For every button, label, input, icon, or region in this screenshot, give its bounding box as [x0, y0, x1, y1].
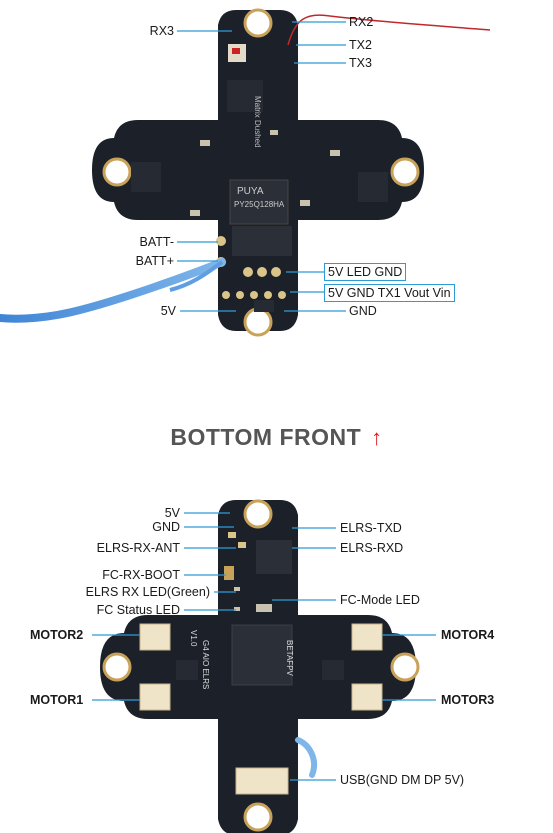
label-5v-top: 5V [160, 304, 176, 318]
bottom-board [100, 499, 420, 833]
label-usb: USB(GND DM DP 5V) [340, 773, 465, 787]
label-motor1: MOTOR1 [30, 693, 84, 707]
silk-top-text: Matrix Dushed [253, 96, 262, 148]
label-rx3: RX3 [149, 24, 174, 38]
battery-wire [0, 258, 226, 323]
silk-brand-text: BETAFPV [285, 640, 294, 676]
label-batt-minus: BATT- [139, 235, 175, 249]
label-gnd-top: GND [349, 304, 377, 318]
silk-model-text: G4 AIO ELRS [201, 640, 210, 690]
label-fc-rx-boot: FC-RX-BOOT [102, 568, 180, 582]
section-title: BOTTOM FRONT ↑ [0, 424, 553, 451]
label-elrs-rx-led: ELRS RX LED(Green) [85, 585, 210, 599]
section-title-text: BOTTOM FRONT [170, 424, 362, 450]
label-tx3: TX3 [349, 56, 372, 70]
label-gnd-bottom: GND [152, 520, 180, 534]
label-elrs-txd: ELRS-TXD [340, 521, 402, 535]
pad-box-led: 5V LED GND [324, 263, 407, 281]
label-rx2: RX2 [349, 15, 374, 29]
antenna-wire [287, 14, 491, 46]
usb-wire [295, 737, 318, 778]
chip-brand-text: PUYA [237, 186, 264, 197]
label-elrs-rxd: ELRS-RXD [340, 541, 404, 555]
label-fc-mode-led: FC-Mode LED [340, 593, 420, 607]
label-motor2: MOTOR2 [30, 628, 84, 642]
label-batt-plus: BATT+ [135, 254, 174, 268]
label-elrs-rx-ant: ELRS-RX-ANT [96, 541, 180, 555]
bottom-leader-lines [92, 512, 436, 781]
label-fc-status-led: FC Status LED [96, 603, 180, 617]
pad-box-power: 5V GND TX1 Vout Vin [324, 284, 455, 302]
label-motor4: MOTOR4 [441, 628, 495, 642]
top-leader-lines [177, 21, 346, 312]
top-board [92, 8, 424, 337]
label-motor3: MOTOR3 [441, 693, 495, 707]
up-arrow-icon: ↑ [371, 425, 383, 450]
silk-version-text: V1.0 [189, 630, 198, 647]
chip-model-text: PY25Q128HA [234, 200, 285, 209]
label-5v-bottom: 5V [164, 506, 180, 520]
label-tx2: TX2 [349, 38, 372, 52]
